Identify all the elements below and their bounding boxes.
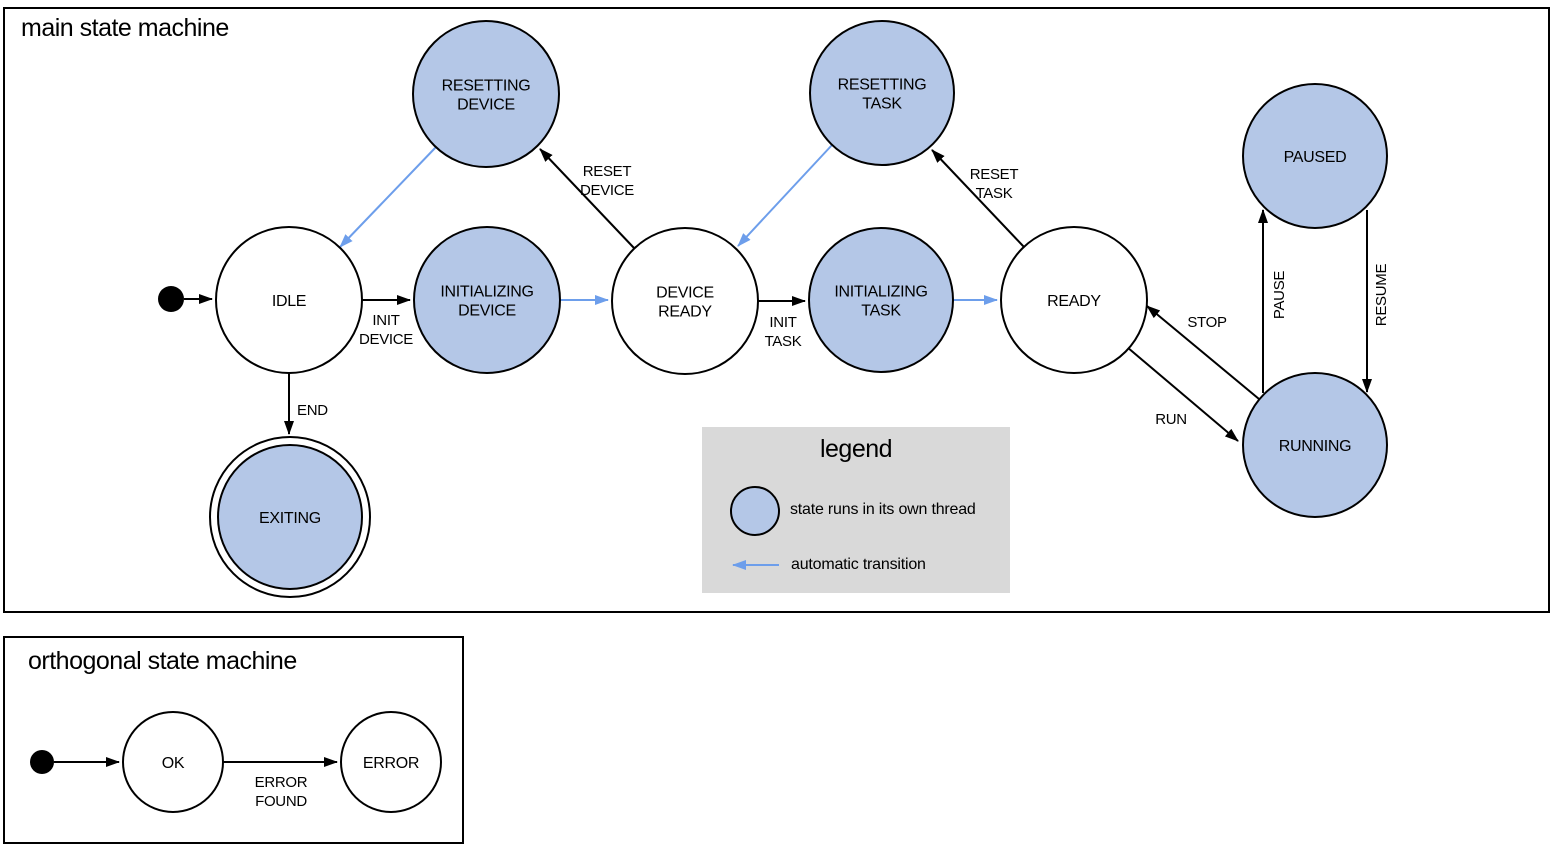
- legend-threaded-state-swatch: [730, 486, 780, 536]
- legend-label-threaded-state: state runs in its own thread: [790, 501, 976, 518]
- state-label-exiting: EXITING: [259, 510, 321, 527]
- transition-label-running-to-ready: STOP: [1187, 314, 1227, 331]
- state-label-idle: IDLE: [272, 293, 306, 310]
- state-running: [1242, 372, 1388, 518]
- state-label-ok: OK: [162, 755, 185, 772]
- state-initializing-task: [808, 227, 954, 373]
- state-ready: [1000, 226, 1148, 374]
- transition-resetting-task-to-device-ready: [737, 144, 833, 247]
- transition-label-running-to-paused: PAUSE: [1271, 271, 1288, 320]
- state-label-error: ERROR: [363, 755, 419, 772]
- transition-device-ready-to-resetting-device: [539, 148, 635, 249]
- state-device-ready: [611, 227, 759, 375]
- state-paused: [1242, 83, 1388, 229]
- main-initial-state-dot: [158, 286, 184, 312]
- legend-label-automatic-transition: automatic transition: [791, 556, 926, 573]
- state-error: [340, 711, 442, 813]
- main-state-machine-title: main state machine: [21, 14, 229, 42]
- transition-label-idle-to-exiting: END: [297, 402, 328, 419]
- state-idle: [215, 226, 363, 374]
- transition-ready-to-resetting-task: [931, 149, 1025, 248]
- state-label-paused: PAUSED: [1284, 149, 1347, 166]
- state-ok: [122, 711, 224, 813]
- legend-title: legend: [819, 435, 893, 463]
- state-label-ready: READY: [1047, 293, 1101, 310]
- state-resetting-device: [412, 20, 560, 168]
- transition-resetting-device-to-idle: [339, 146, 437, 248]
- transition-label-ready-to-running: RUN: [1155, 411, 1187, 428]
- orthogonal-state-machine-title: orthogonal state machine: [28, 647, 297, 675]
- state-label-running: RUNNING: [1279, 438, 1352, 455]
- state-initializing-device: [413, 226, 561, 374]
- orthogonal-initial-state-dot: [30, 750, 54, 774]
- transition-label-paused-to-running: RESUME: [1373, 264, 1390, 327]
- state-exiting: [217, 444, 363, 590]
- transition-running-to-ready: [1146, 305, 1260, 400]
- transition-ready-to-running: [1126, 346, 1239, 442]
- state-resetting-task: [809, 20, 955, 166]
